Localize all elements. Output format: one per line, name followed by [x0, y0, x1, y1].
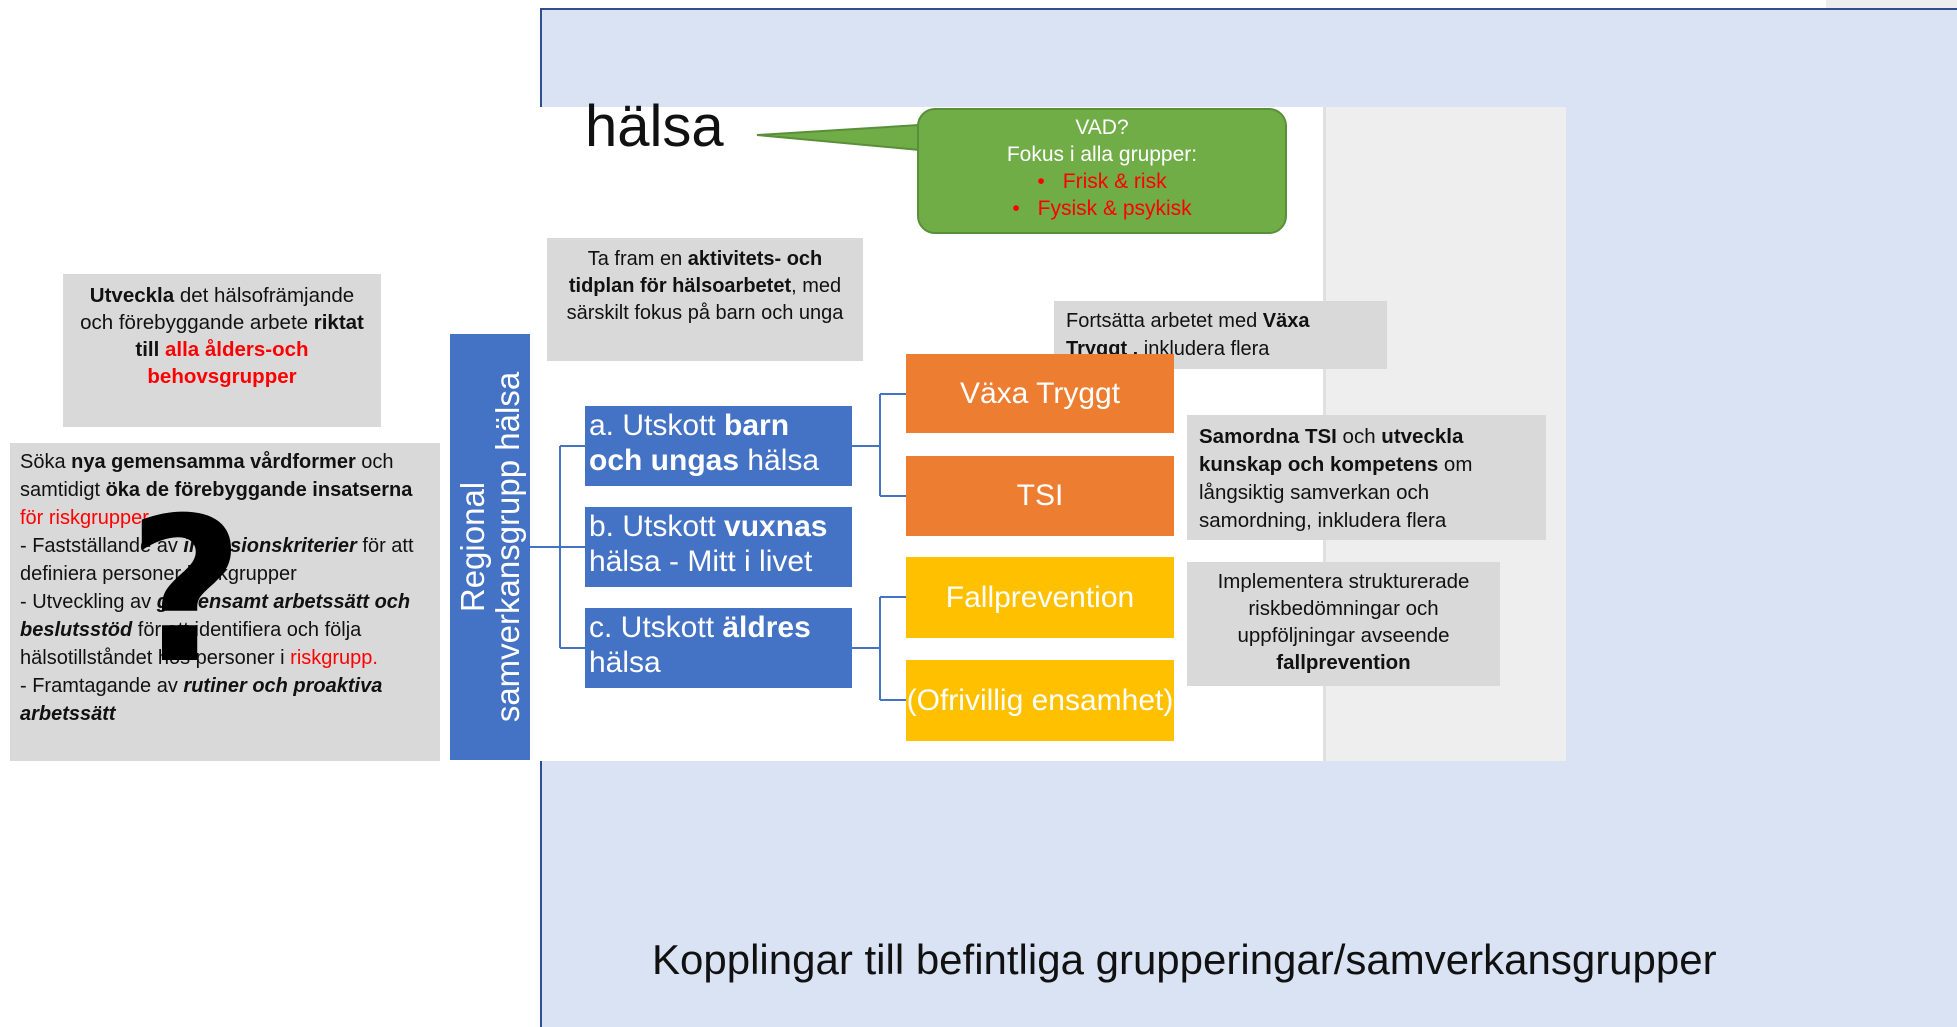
- footer-caption: Kopplingar till befintliga grupperingar/…: [652, 936, 1717, 983]
- subgroup-fallprevention: Fallprevention: [906, 557, 1174, 638]
- subgroup-vaxa-tryggt: Växa Tryggt: [906, 354, 1174, 433]
- page-title: hälsa: [585, 94, 724, 159]
- regional-group-box: Regional samverkansgrupp hälsa: [450, 334, 530, 760]
- callout-bullet: •Frisk & risk: [1037, 170, 1167, 193]
- callout-heading: VAD?: [1075, 116, 1129, 139]
- callout-pointer: [756, 123, 921, 152]
- question-mark-icon: ?: [128, 475, 245, 708]
- committee-b: b. Utskott vuxnas hälsa - Mitt i livet: [585, 507, 852, 587]
- top-right-strip: [1826, 0, 1957, 8]
- vad-callout: VAD? Fokus i alla grupper: •Frisk & risk…: [917, 108, 1287, 234]
- subgroup-tsi: TSI: [906, 456, 1174, 536]
- utveckla-note: Utveckla det hälsofrämjande och förebygg…: [63, 274, 381, 427]
- committee-c: c. Utskott äldres hälsa: [585, 608, 852, 688]
- callout-line: Fokus i alla grupper:: [1006, 143, 1198, 166]
- fallprevention-note: Implementera strukturerade riskbedömning…: [1187, 562, 1500, 686]
- regional-line2: samverkansgrupp hälsa: [489, 371, 526, 723]
- activity-plan-box: Ta fram en aktivitets- och tidplan för h…: [547, 238, 863, 361]
- callout-bullet: •Fysisk & psykisk: [1012, 197, 1192, 220]
- regional-line1: Regional: [454, 481, 491, 613]
- soka-note: Söka nya gemensamma vårdformer och samti…: [10, 443, 440, 761]
- committee-a: a. Utskott barn och ungas hälsa: [585, 406, 852, 486]
- subgroup-ofrivillig-ensamhet: (Ofrivillig ensamhet): [906, 660, 1174, 741]
- tsi-note: Samordna TSI och utveckla kunskap och ko…: [1187, 415, 1546, 540]
